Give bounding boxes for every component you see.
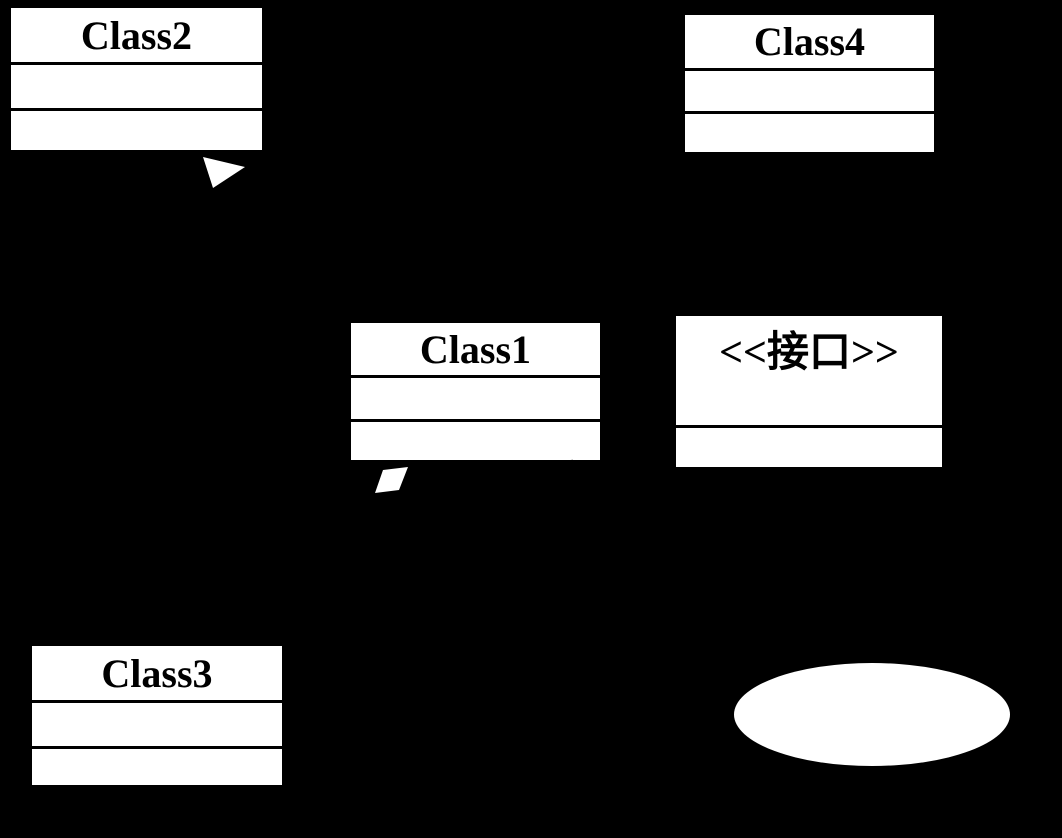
class1-operations-compartment [351, 422, 600, 460]
class1-attributes-compartment [351, 378, 600, 422]
class2-attributes-compartment [11, 65, 262, 111]
class3-attributes-compartment [32, 703, 282, 749]
use-case-ellipse[interactable] [734, 663, 1010, 766]
class4-name: Class4 [685, 15, 934, 71]
class4-attributes-compartment [685, 71, 934, 114]
class-box-class2[interactable]: Class2 [8, 5, 265, 153]
class3-name: Class3 [32, 646, 282, 703]
class-box-class3[interactable]: Class3 [29, 643, 285, 788]
class-box-class4[interactable]: Class4 [682, 12, 937, 155]
class-box-class1[interactable]: Class1 [348, 320, 603, 463]
class1-name: Class1 [351, 323, 600, 378]
class2-name: Class2 [11, 8, 262, 65]
aggregation-diamond-icon[interactable] [375, 467, 408, 493]
interface-operations-compartment [676, 428, 942, 467]
generalization-arrowhead-icon[interactable] [203, 157, 245, 188]
class-box-interface[interactable]: <<接口>> [673, 313, 945, 470]
class3-operations-compartment [32, 749, 282, 785]
interface-stereotype-label: <<接口>> [676, 316, 942, 428]
class4-operations-compartment [685, 114, 934, 152]
class2-operations-compartment [11, 111, 262, 150]
